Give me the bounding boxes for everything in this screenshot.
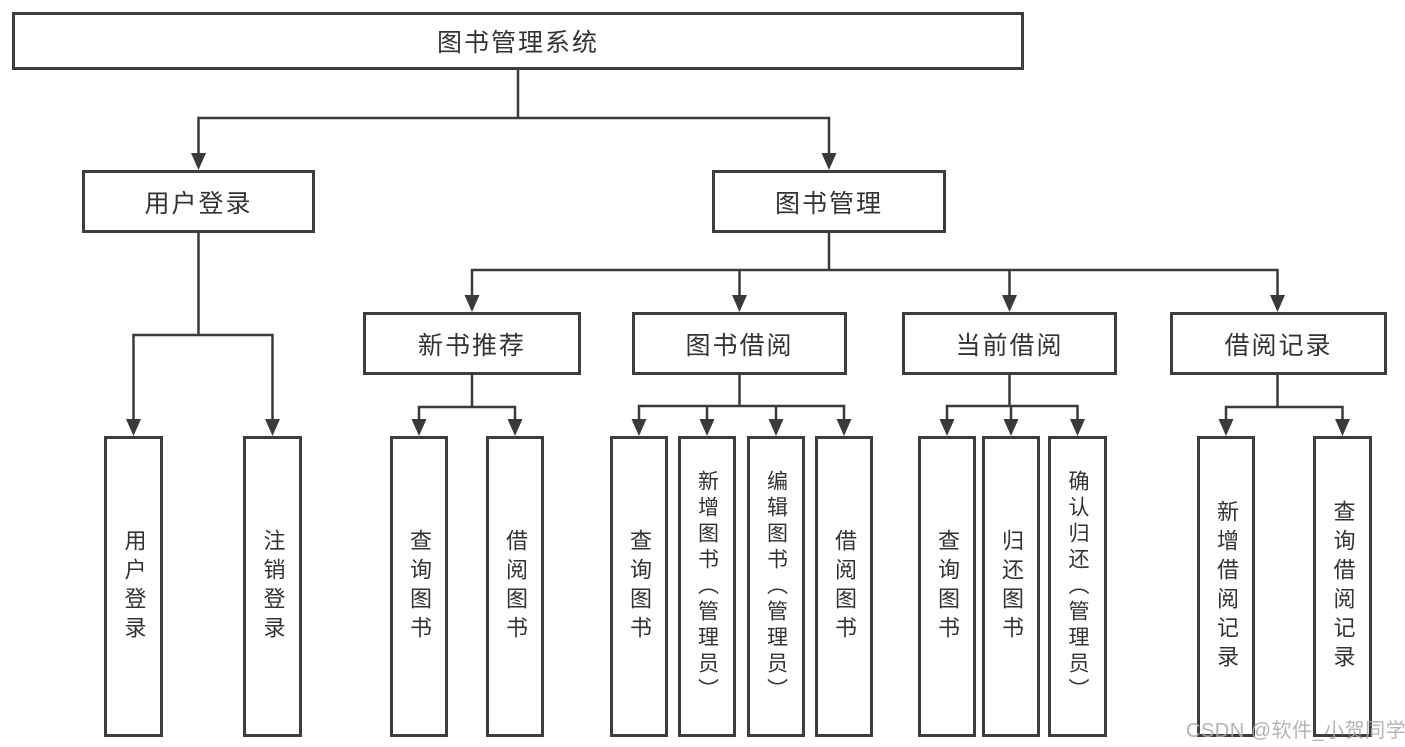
leaf-logout-label: 注销登录 [260, 528, 286, 645]
leaf-add-borrow-record: 新增借阅记录 [1197, 436, 1255, 737]
leaf-query-books-recommend-label: 查询图书 [407, 528, 432, 645]
leaf-add-books-admin-label: 新增图书（管理员） [695, 469, 719, 704]
leaf-edit-books-admin: 编辑图书（管理员） [747, 436, 805, 737]
leaf-borrow-books-recommend: 借阅图书 [486, 436, 544, 737]
tree-edges [132, 68, 1344, 423]
node-new-book-recommendation: 新书推荐 [363, 312, 581, 375]
leaf-query-borrow-record: 查询借阅记录 [1313, 436, 1372, 737]
leaf-query-books-borrow: 查询图书 [610, 436, 668, 737]
leaf-query-books-borrow-label: 查询图书 [627, 528, 652, 645]
leaf-logout: 注销登录 [243, 436, 302, 737]
leaf-edit-books-admin-label: 编辑图书（管理员） [764, 469, 788, 704]
node-user-login-label: 用户登录 [144, 189, 253, 218]
leaf-borrow-books-borrow-label: 借阅图书 [832, 528, 857, 645]
leaf-confirm-return-admin-label: 确认归还（管理员） [1066, 469, 1089, 704]
leaf-return-books-label: 归还图书 [999, 528, 1024, 645]
leaf-confirm-return-admin: 确认归还（管理员） [1048, 436, 1107, 737]
node-book-management-label: 图书管理 [774, 189, 883, 218]
leaf-add-books-admin: 新增图书（管理员） [678, 436, 736, 737]
node-book-management: 图书管理 [712, 170, 946, 233]
node-new-book-recommendation-label: 新书推荐 [417, 331, 526, 360]
node-library-system: 图书管理系统 [12, 12, 1024, 70]
leaf-return-books: 归还图书 [982, 436, 1040, 737]
node-book-borrowing: 图书借阅 [632, 312, 847, 375]
leaf-add-borrow-record-label: 新增借阅记录 [1214, 499, 1239, 674]
leaf-borrow-books-recommend-label: 借阅图书 [503, 528, 528, 645]
node-library-system-label: 图书管理系统 [436, 29, 599, 57]
csdn-watermark: CSDN @软件_小贺同学 [1186, 720, 1405, 742]
leaf-user-login: 用户登录 [104, 436, 163, 737]
node-current-borrowing-label: 当前借阅 [955, 331, 1064, 360]
leaf-query-books-recommend: 查询图书 [390, 436, 448, 737]
node-borrowing-records: 借阅记录 [1170, 312, 1387, 375]
leaf-query-books-current: 查询图书 [918, 436, 976, 737]
node-book-borrowing-label: 图书借阅 [685, 331, 794, 360]
node-borrowing-records-label: 借阅记录 [1224, 331, 1333, 360]
leaf-user-login-label: 用户登录 [121, 528, 147, 645]
node-user-login: 用户登录 [82, 170, 315, 233]
node-current-borrowing: 当前借阅 [902, 312, 1117, 375]
leaf-borrow-books-borrow: 借阅图书 [815, 436, 873, 737]
leaf-query-borrow-record-label: 查询借阅记录 [1330, 499, 1356, 674]
leaf-query-books-current-label: 查询图书 [935, 528, 960, 645]
